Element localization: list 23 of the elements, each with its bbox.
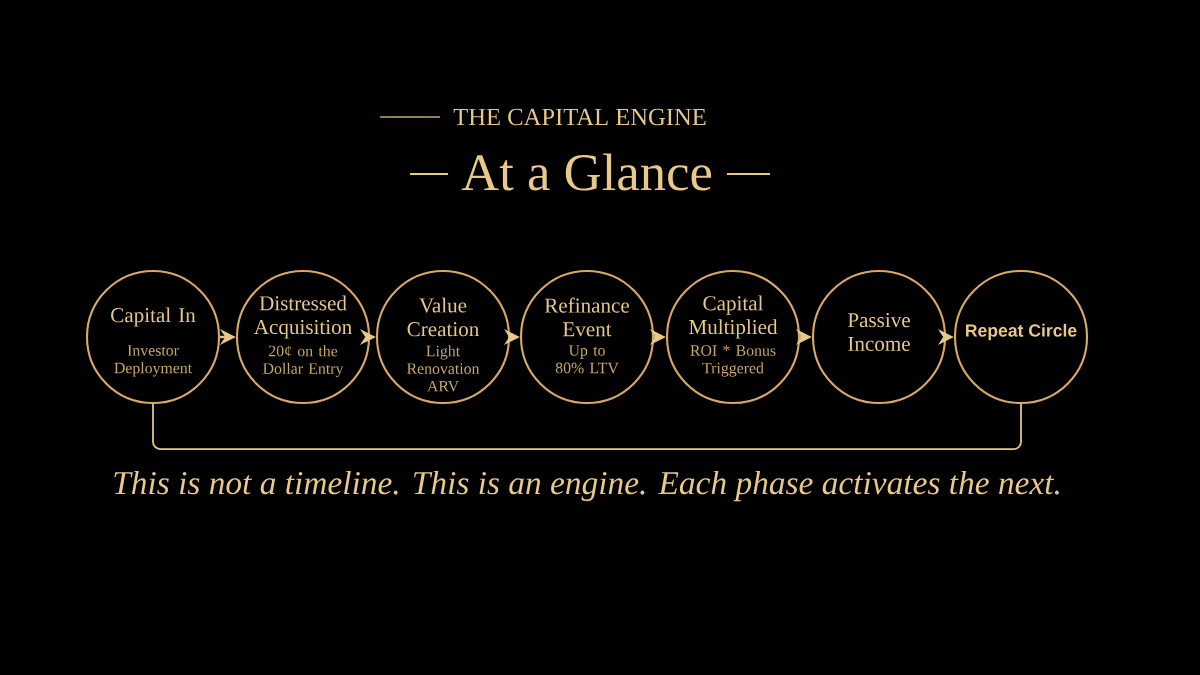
phase-title: Passive Income — [848, 313, 910, 351]
title: THE CAPITAL ENGINE — [453, 108, 706, 126]
phase-title: Distressed Acquisition — [254, 295, 352, 339]
return-line — [152, 403, 1022, 450]
phase-circle — [519, 269, 655, 405]
phase-circle — [85, 269, 221, 405]
subtitle: At a Glance — [461, 153, 712, 191]
phase-detail: Up to 80% LTV — [555, 345, 619, 374]
phase-detail: ROI * Bonus Triggered — [690, 345, 776, 377]
phase-title: Capital Multiplied — [689, 295, 778, 339]
caption: This is not a timeline. This is an engine. Each phase activates the next. — [114, 470, 1059, 502]
phase-detail: Investor Deployment — [114, 345, 192, 377]
phase-circle — [375, 269, 511, 405]
phase-circle — [953, 269, 1089, 405]
phase-circle — [811, 269, 947, 405]
phase-detail: Light Renovation ARV — [407, 345, 480, 392]
phase-circle — [665, 269, 801, 405]
phase-title: Repeat Circle — [966, 323, 1077, 341]
phase-detail: 20¢ on the Dollar Entry — [263, 345, 344, 378]
phase-title: Capital In — [111, 307, 196, 327]
phase-title: Value Creation — [407, 297, 479, 337]
phase-circle — [235, 269, 371, 405]
phase-title: Refinance Event — [544, 297, 630, 337]
